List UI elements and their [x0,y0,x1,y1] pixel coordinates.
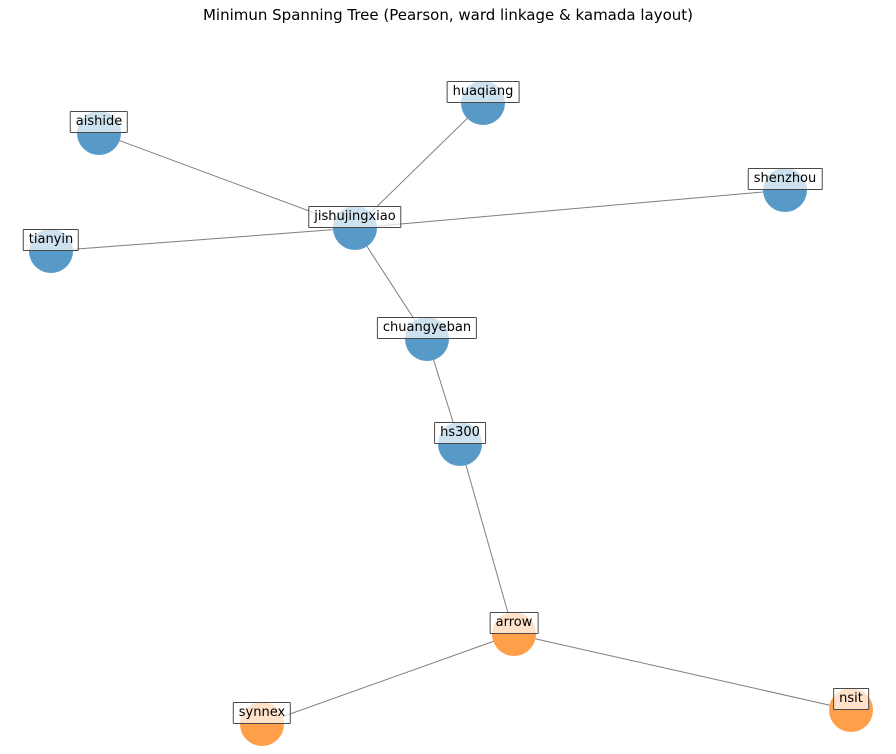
node-label-shenzhou: shenzhou [747,168,823,190]
node-label-huaqiang: huaqiang [446,81,520,103]
node-label-hs300: hs300 [434,422,486,444]
edge-tianyin-jishujingxiao [50,227,356,252]
node-label-arrow: arrow [489,612,539,634]
node-label-nsit: nsit [833,688,869,710]
edge-arrow-synnex [261,633,515,725]
node-label-jishujingxiao: jishujingxiao [308,206,402,228]
node-label-tianyin: tianyin [22,229,80,251]
edge-shenzhou-jishujingxiao [354,189,786,229]
edge-arrow-nsit [513,633,852,711]
node-label-chuangyeban: chuangyeban [376,317,478,339]
node-label-synnex: synnex [232,702,292,724]
chart-title: Minimun Spanning Tree (Pearson, ward lin… [202,6,694,24]
node-label-aishide: aishide [69,111,129,133]
edge-hs300-arrow [459,443,515,635]
